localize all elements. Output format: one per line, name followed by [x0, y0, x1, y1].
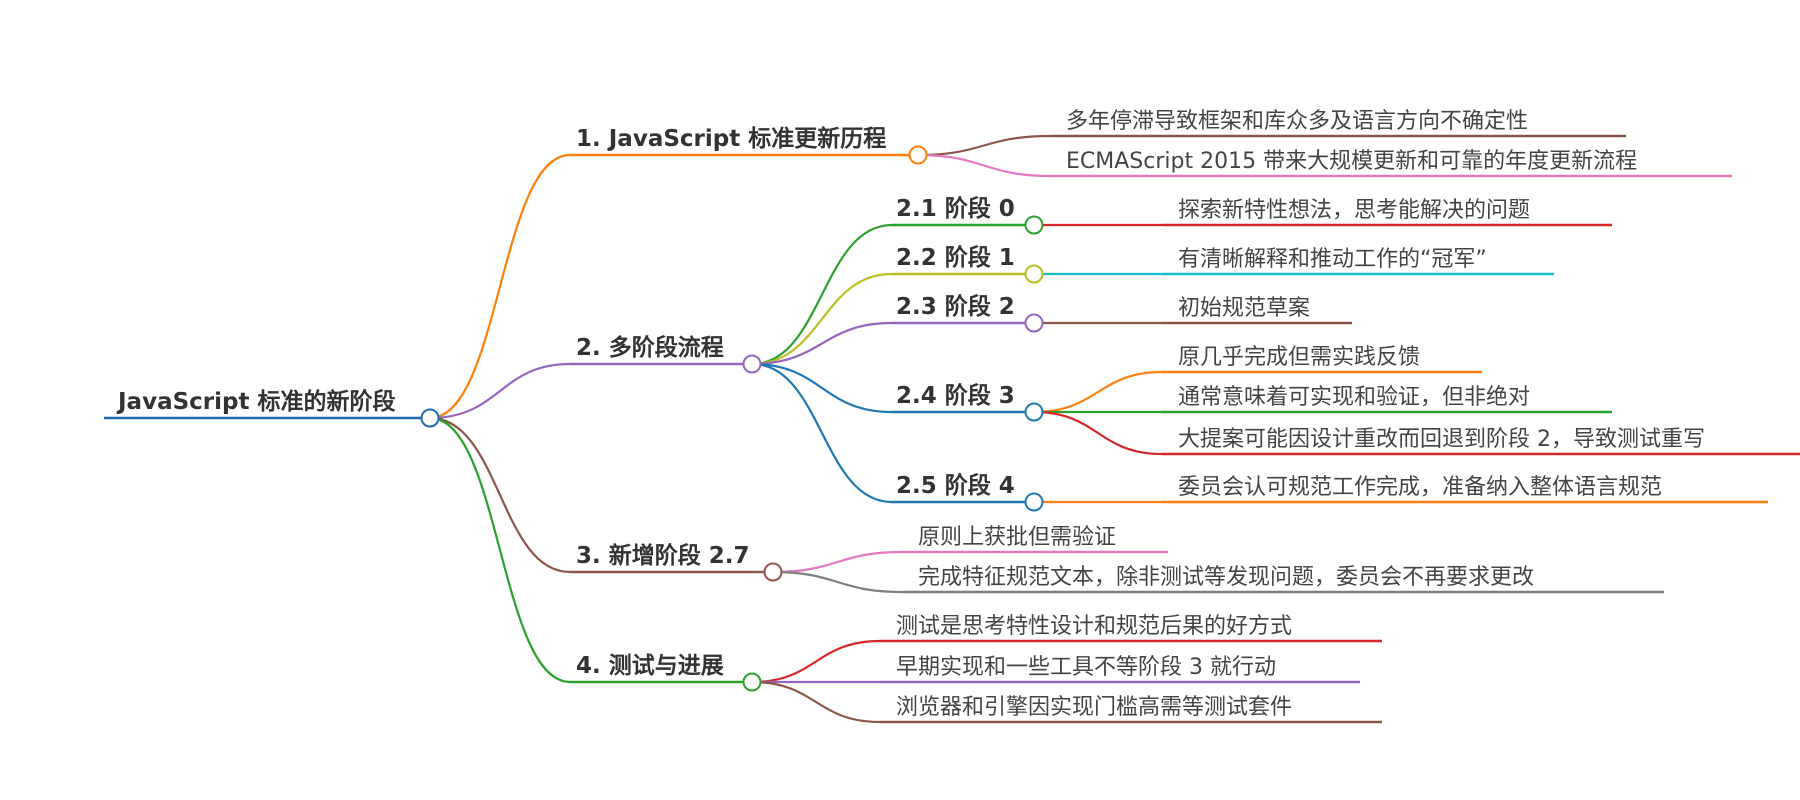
stage-3-topic: 2.3 阶段 2 — [896, 293, 1015, 320]
stage-4-leaf-1: 原几乎完成但需实践反馈 — [1178, 345, 1420, 370]
stage-4-leaf-3-connector — [1033, 410, 1163, 456]
branch-1-connector — [429, 153, 571, 420]
leaf-1-2: ECMAScript 2015 带来大规模更新和可靠的年度更新流程 — [1066, 149, 1637, 174]
branch-1-topic: 1. JavaScript 标准更新历程 — [576, 125, 886, 152]
stage-3-leaf-1: 初始规范草案 — [1178, 296, 1310, 321]
stage-1-topic: 2.1 阶段 0 — [896, 195, 1015, 222]
stage-2-leaf-1: 有清晰解释和推动工作的“冠军” — [1178, 247, 1487, 272]
leaf-1-1-connector — [917, 134, 1051, 157]
leaf-1-2-connector — [917, 153, 1051, 178]
root-topic: JavaScript 标准的新阶段 — [116, 388, 395, 415]
branch-2-topic: 2. 多阶段流程 — [576, 334, 724, 361]
stage-4-leaf-3: 大提案可能因设计重改而回退到阶段 2，导致测试重写 — [1178, 427, 1705, 452]
leaf-3-2: 完成特征规范文本，除非测试等发现问题，委员会不再要求更改 — [918, 565, 1534, 590]
branch-3-topic: 3. 新增阶段 2.7 — [576, 542, 750, 569]
stage-2-node-toggle[interactable] — [1024, 264, 1044, 284]
stage-5-topic: 2.5 阶段 4 — [896, 472, 1015, 499]
stage-4-node-toggle[interactable] — [1024, 402, 1044, 422]
leaf-4-3: 浏览器和引擎因实现门槛高需等测试套件 — [896, 695, 1292, 720]
branch-2-connector — [429, 362, 571, 420]
stage-3-connector — [751, 321, 893, 366]
branch-2-node-toggle[interactable] — [742, 354, 762, 374]
stage-2-connector — [751, 272, 893, 366]
stage-4-connector — [751, 362, 893, 414]
leaf-4-1: 测试是思考特性设计和规范后果的好方式 — [896, 614, 1292, 639]
stage-1-leaf-1: 探索新特性想法，思考能解决的问题 — [1178, 198, 1530, 223]
branch-1-node-toggle[interactable] — [908, 145, 928, 165]
leaf-4-3-connector — [751, 680, 881, 724]
stage-1-node-toggle[interactable] — [1024, 215, 1044, 235]
leaf-3-1: 原则上获批但需验证 — [918, 525, 1116, 550]
branch-3-connector — [429, 416, 571, 574]
stage-2-topic: 2.2 阶段 1 — [896, 244, 1015, 271]
stage-5-connector — [751, 362, 893, 504]
leaf-4-1-connector — [751, 639, 881, 684]
stage-4-topic: 2.4 阶段 3 — [896, 382, 1015, 409]
connector-layer — [104, 134, 1800, 724]
root-node-toggle[interactable] — [420, 408, 440, 428]
leaf-4-2: 早期实现和一些工具不等阶段 3 就行动 — [896, 655, 1276, 680]
leaf-1-1: 多年停滞导致框架和库众多及语言方向不确定性 — [1066, 109, 1528, 134]
stage-5-leaf-1: 委员会认可规范工作完成，准备纳入整体语言规范 — [1178, 475, 1662, 500]
branch-3-node-toggle[interactable] — [763, 562, 783, 582]
branch-4-node-toggle[interactable] — [742, 672, 762, 692]
branch-4-topic: 4. 测试与进展 — [576, 653, 724, 679]
stage-3-node-toggle[interactable] — [1024, 313, 1044, 333]
stage-5-node-toggle[interactable] — [1024, 492, 1044, 512]
stage-4-leaf-1-connector — [1033, 370, 1163, 414]
node-layer: JavaScript 标准的新阶段 1. JavaScript 标准更新历程 多年停… — [116, 109, 1705, 720]
stage-1-connector — [751, 223, 893, 366]
leaf-3-1-connector — [772, 550, 903, 574]
branch-4-connector — [429, 416, 571, 684]
leaf-3-2-connector — [772, 570, 903, 594]
stage-4-leaf-2: 通常意味着可实现和验证，但非绝对 — [1178, 385, 1530, 410]
